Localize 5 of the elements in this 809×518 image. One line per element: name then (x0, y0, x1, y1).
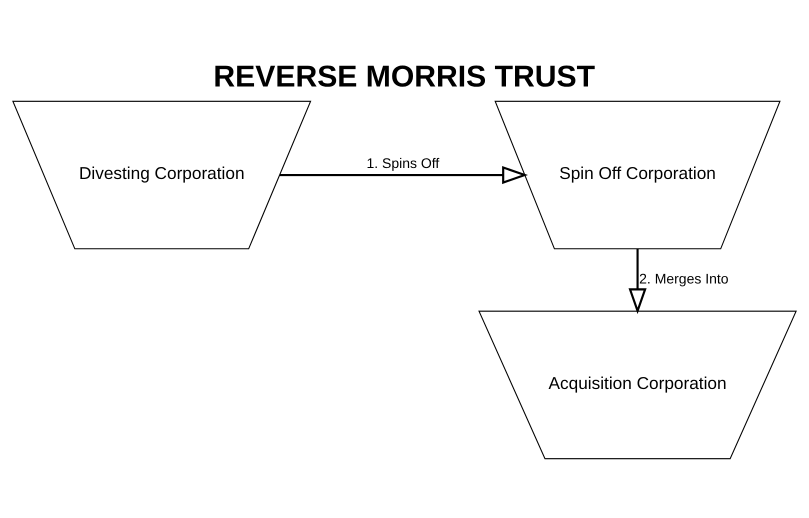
arrow (628, 248, 647, 314)
arrow (280, 166, 528, 184)
edge-label: 2. Merges Into (639, 270, 729, 287)
diagram-title: REVERSE MORRIS TRUST (213, 60, 596, 94)
edge-label: 1. Spins Off (366, 154, 440, 171)
